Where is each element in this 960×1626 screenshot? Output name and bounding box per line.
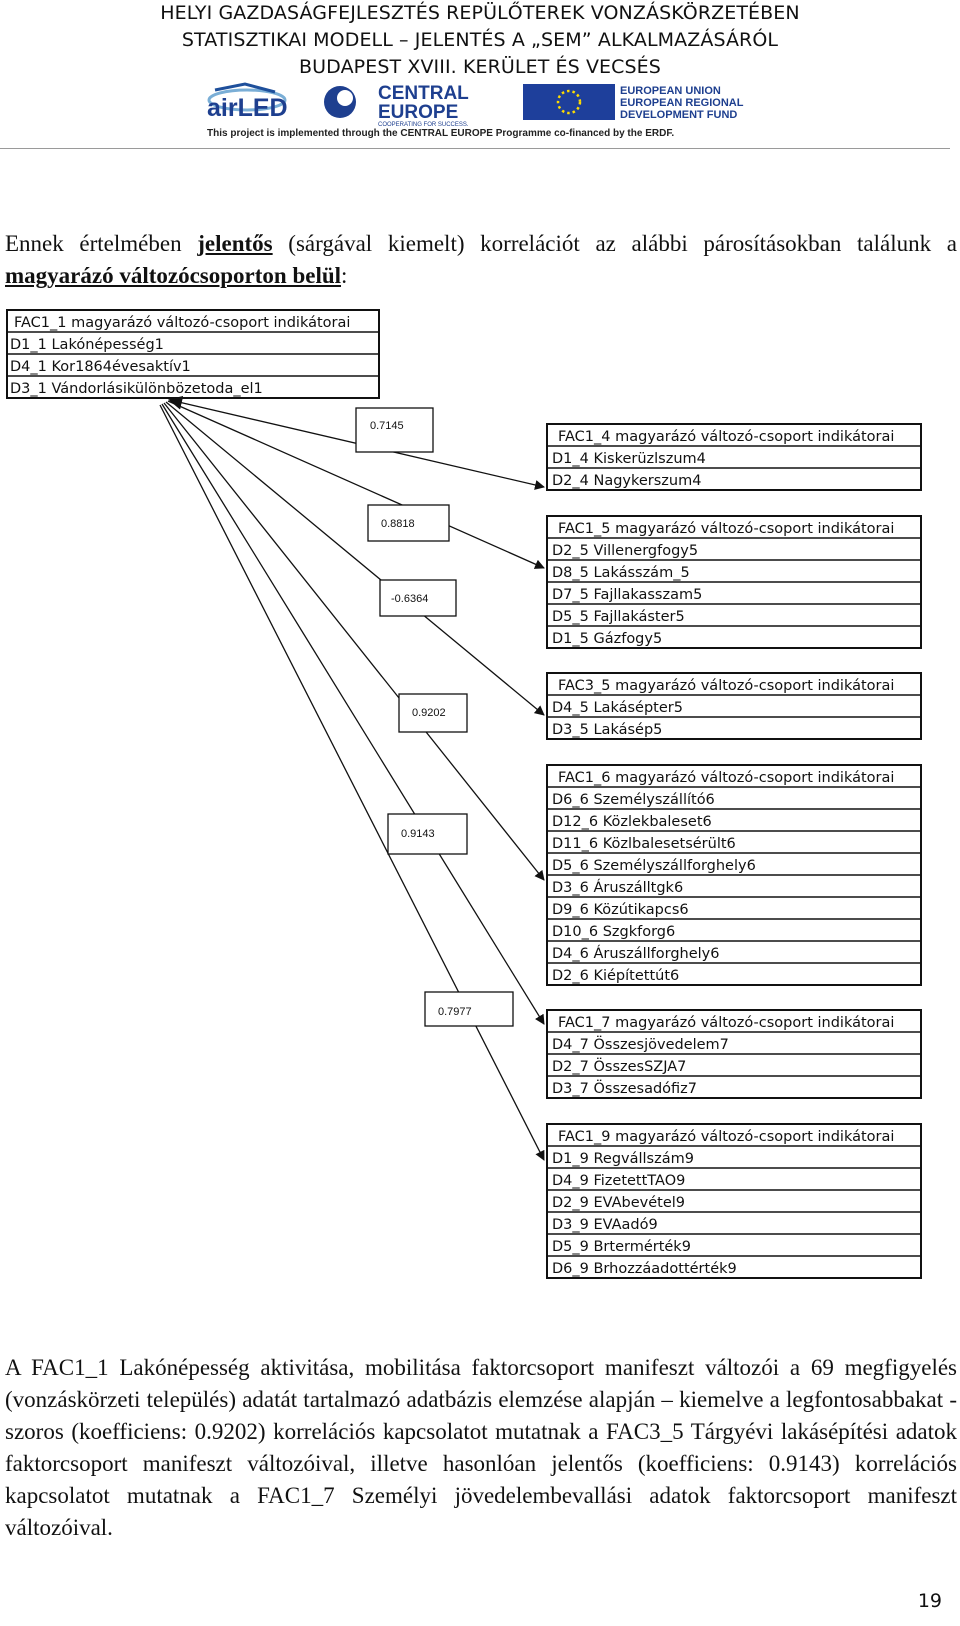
arrow-to-fac1-9	[159, 404, 545, 1161]
target-group-box: FAC1_5 magyarázó változó-csoport indikát…	[546, 515, 922, 649]
target-group-item: D6_9 Brhozzáadottérték9	[552, 1261, 737, 1277]
arrow-to-fac1-5	[167, 400, 545, 569]
arrow-to-fac3-5	[165, 401, 545, 716]
intro-text-3: :	[341, 263, 348, 288]
coefficient-3: -0.6364	[391, 593, 428, 605]
target-group-item: D10_6 Szgkforg6	[552, 924, 675, 940]
source-item-1: D1_1 Lakónépesség1	[10, 337, 164, 353]
target-group-item: D8_5 Lakásszám_5	[552, 565, 690, 581]
central-europe-text-2: EUROPE	[378, 102, 458, 123]
header-line-1: HELYI GAZDASÁGFEJLESZTÉS REPÜLŐTEREK VON…	[160, 2, 800, 24]
target-group-item: D2_5 Villenergfogy5	[552, 543, 698, 559]
header-divider	[0, 148, 950, 149]
coefficient-labels: 0.7145 0.8818 -0.6364 0.9202 0.9143 0.79…	[355, 407, 514, 1027]
coefficient-5: 0.9143	[401, 828, 435, 840]
eu-text-1: EUROPEAN UNION	[620, 85, 721, 97]
target-group-title: FAC1_7 magyarázó változó-csoport indikát…	[558, 1015, 894, 1031]
arrow-to-fac1-6	[163, 402, 545, 881]
coefficient-6: 0.7977	[438, 1006, 472, 1018]
target-group-item: D2_7 ÖsszesSZJA7	[552, 1057, 686, 1075]
central-europe-text-3: COOPERATING FOR SUCCESS.	[378, 122, 469, 128]
target-group-title: FAC3_5 magyarázó változó-csoport indikát…	[558, 678, 894, 694]
target-group-item: D1_9 Regvállszám9	[552, 1151, 694, 1167]
eu-flag-logo: EUROPEAN UNION EUROPEAN REGIONAL DEVELOP…	[523, 84, 744, 121]
source-group-title: FAC1_1 magyarázó változó-csoport indikát…	[14, 315, 350, 331]
target-group-title: FAC1_9 magyarázó változó-csoport indikát…	[558, 1129, 894, 1145]
coefficient-2: 0.8818	[381, 518, 415, 530]
source-item-3: D3_1 Vándorlásikülönbözetoda_el1	[10, 381, 263, 397]
target-group-item: D4_7 Összesjövedelem7	[552, 1035, 729, 1053]
eu-text-3: DEVELOPMENT FUND	[620, 109, 737, 121]
correlation-arrows	[159, 395, 545, 1161]
target-group-item: D3_6 Áruszálltgk6	[552, 879, 683, 896]
target-group-item: D3_9 EVAadó9	[552, 1217, 658, 1233]
airled-logo: airLED	[207, 82, 288, 122]
target-group-item: D1_4 Kiskerüzlszum4	[552, 451, 706, 467]
target-group-item: D2_4 Nagykerszum4	[552, 473, 701, 489]
partner-logos-banner: airLED CENTRAL EUROPE COOPERATING FOR SU…	[207, 82, 744, 139]
target-group-item: D4_5 Lakásépter5	[552, 700, 683, 716]
target-group-title: FAC1_6 magyarázó változó-csoport indikát…	[558, 770, 894, 786]
intro-emphasis-2: magyarázó változócsoporton belül	[5, 263, 342, 288]
target-group-box: FAC1_9 magyarázó változó-csoport indikát…	[546, 1123, 922, 1279]
project-note: This project is implemented through the …	[207, 128, 674, 139]
target-group-item: D4_6 Áruszállforghely6	[552, 945, 720, 962]
coefficient-4: 0.9202	[412, 707, 446, 719]
eu-text-2: EUROPEAN REGIONAL	[620, 97, 744, 109]
correlation-diagram: FAC1_1 magyarázó változó-csoport indikát…	[6, 309, 922, 1279]
arrow-to-fac1-7	[161, 403, 545, 1025]
coefficient-1: 0.7145	[370, 420, 404, 432]
target-group-item: D5_5 Fajllakáster5	[552, 609, 685, 625]
target-group-box: FAC3_5 magyarázó változó-csoport indikát…	[546, 672, 922, 740]
header-line-2: STATISZTIKAI MODELL – JELENTÉS A „SEM” A…	[181, 29, 779, 51]
intro-text-1: Ennek értelmében	[5, 231, 198, 256]
intro-paragraph-line-2: magyarázó változócsoporton belül:	[5, 260, 957, 292]
intro-paragraph-line-1: Ennek értelmében jelentős (sárgával kiem…	[5, 228, 957, 260]
target-group-item: D9_6 Közútikapcs6	[552, 902, 689, 918]
central-europe-logo: CENTRAL EUROPE COOPERATING FOR SUCCESS.	[324, 83, 469, 128]
target-group-item: D11_6 Közlbalesetsérült6	[552, 836, 736, 852]
target-group-title: FAC1_5 magyarázó változó-csoport indikát…	[558, 521, 894, 537]
closing-paragraph: A FAC1_1 Lakónépesség aktivitása, mobili…	[5, 1355, 957, 1540]
target-group-title: FAC1_4 magyarázó változó-csoport indikát…	[558, 429, 894, 445]
target-group-item: D7_5 Fajllakasszam5	[552, 587, 702, 603]
page-number: 19	[917, 1590, 942, 1612]
target-group-item: D3_5 Lakásép5	[552, 722, 662, 738]
target-group-item: D12_6 Közlekbaleset6	[552, 814, 712, 830]
header-line-3: BUDAPEST XVIII. KERÜLET ÉS VECSÉS	[299, 56, 661, 78]
target-group-item: D4_9 FizetettTAO9	[552, 1173, 685, 1189]
target-group-item: D5_6 Személyszállforghely6	[552, 858, 756, 874]
source-item-2: D4_1 Kor1864évesaktív1	[10, 359, 191, 375]
target-group-box: FAC1_7 magyarázó változó-csoport indikát…	[546, 1009, 922, 1099]
intro-emphasis: jelentős	[197, 231, 273, 256]
target-group-box: FAC1_4 magyarázó változó-csoport indikát…	[546, 423, 922, 491]
target-group-item: D2_9 EVAbevétel9	[552, 1195, 685, 1211]
target-group-item: D5_9 Brtermérték9	[552, 1239, 691, 1255]
central-europe-text-1: CENTRAL	[378, 83, 469, 104]
source-group-box: FAC1_1 magyarázó változó-csoport indikát…	[6, 309, 380, 399]
target-group-box: FAC1_6 magyarázó változó-csoport indikát…	[546, 764, 922, 986]
target-group-item: D6_6 Személyszállító6	[552, 792, 715, 808]
target-group-item: D1_5 Gázfogy5	[552, 631, 662, 647]
target-group-item: D2_6 Kiépítettút6	[552, 968, 679, 984]
target-group-item: D3_7 Összesadófiz7	[552, 1079, 697, 1097]
intro-text-2: (sárgával kiemelt) korrelációt az alábbi…	[272, 231, 957, 256]
airled-logo-text: airLED	[207, 94, 288, 122]
target-groups: FAC1_4 magyarázó változó-csoport indikát…	[546, 423, 922, 1279]
